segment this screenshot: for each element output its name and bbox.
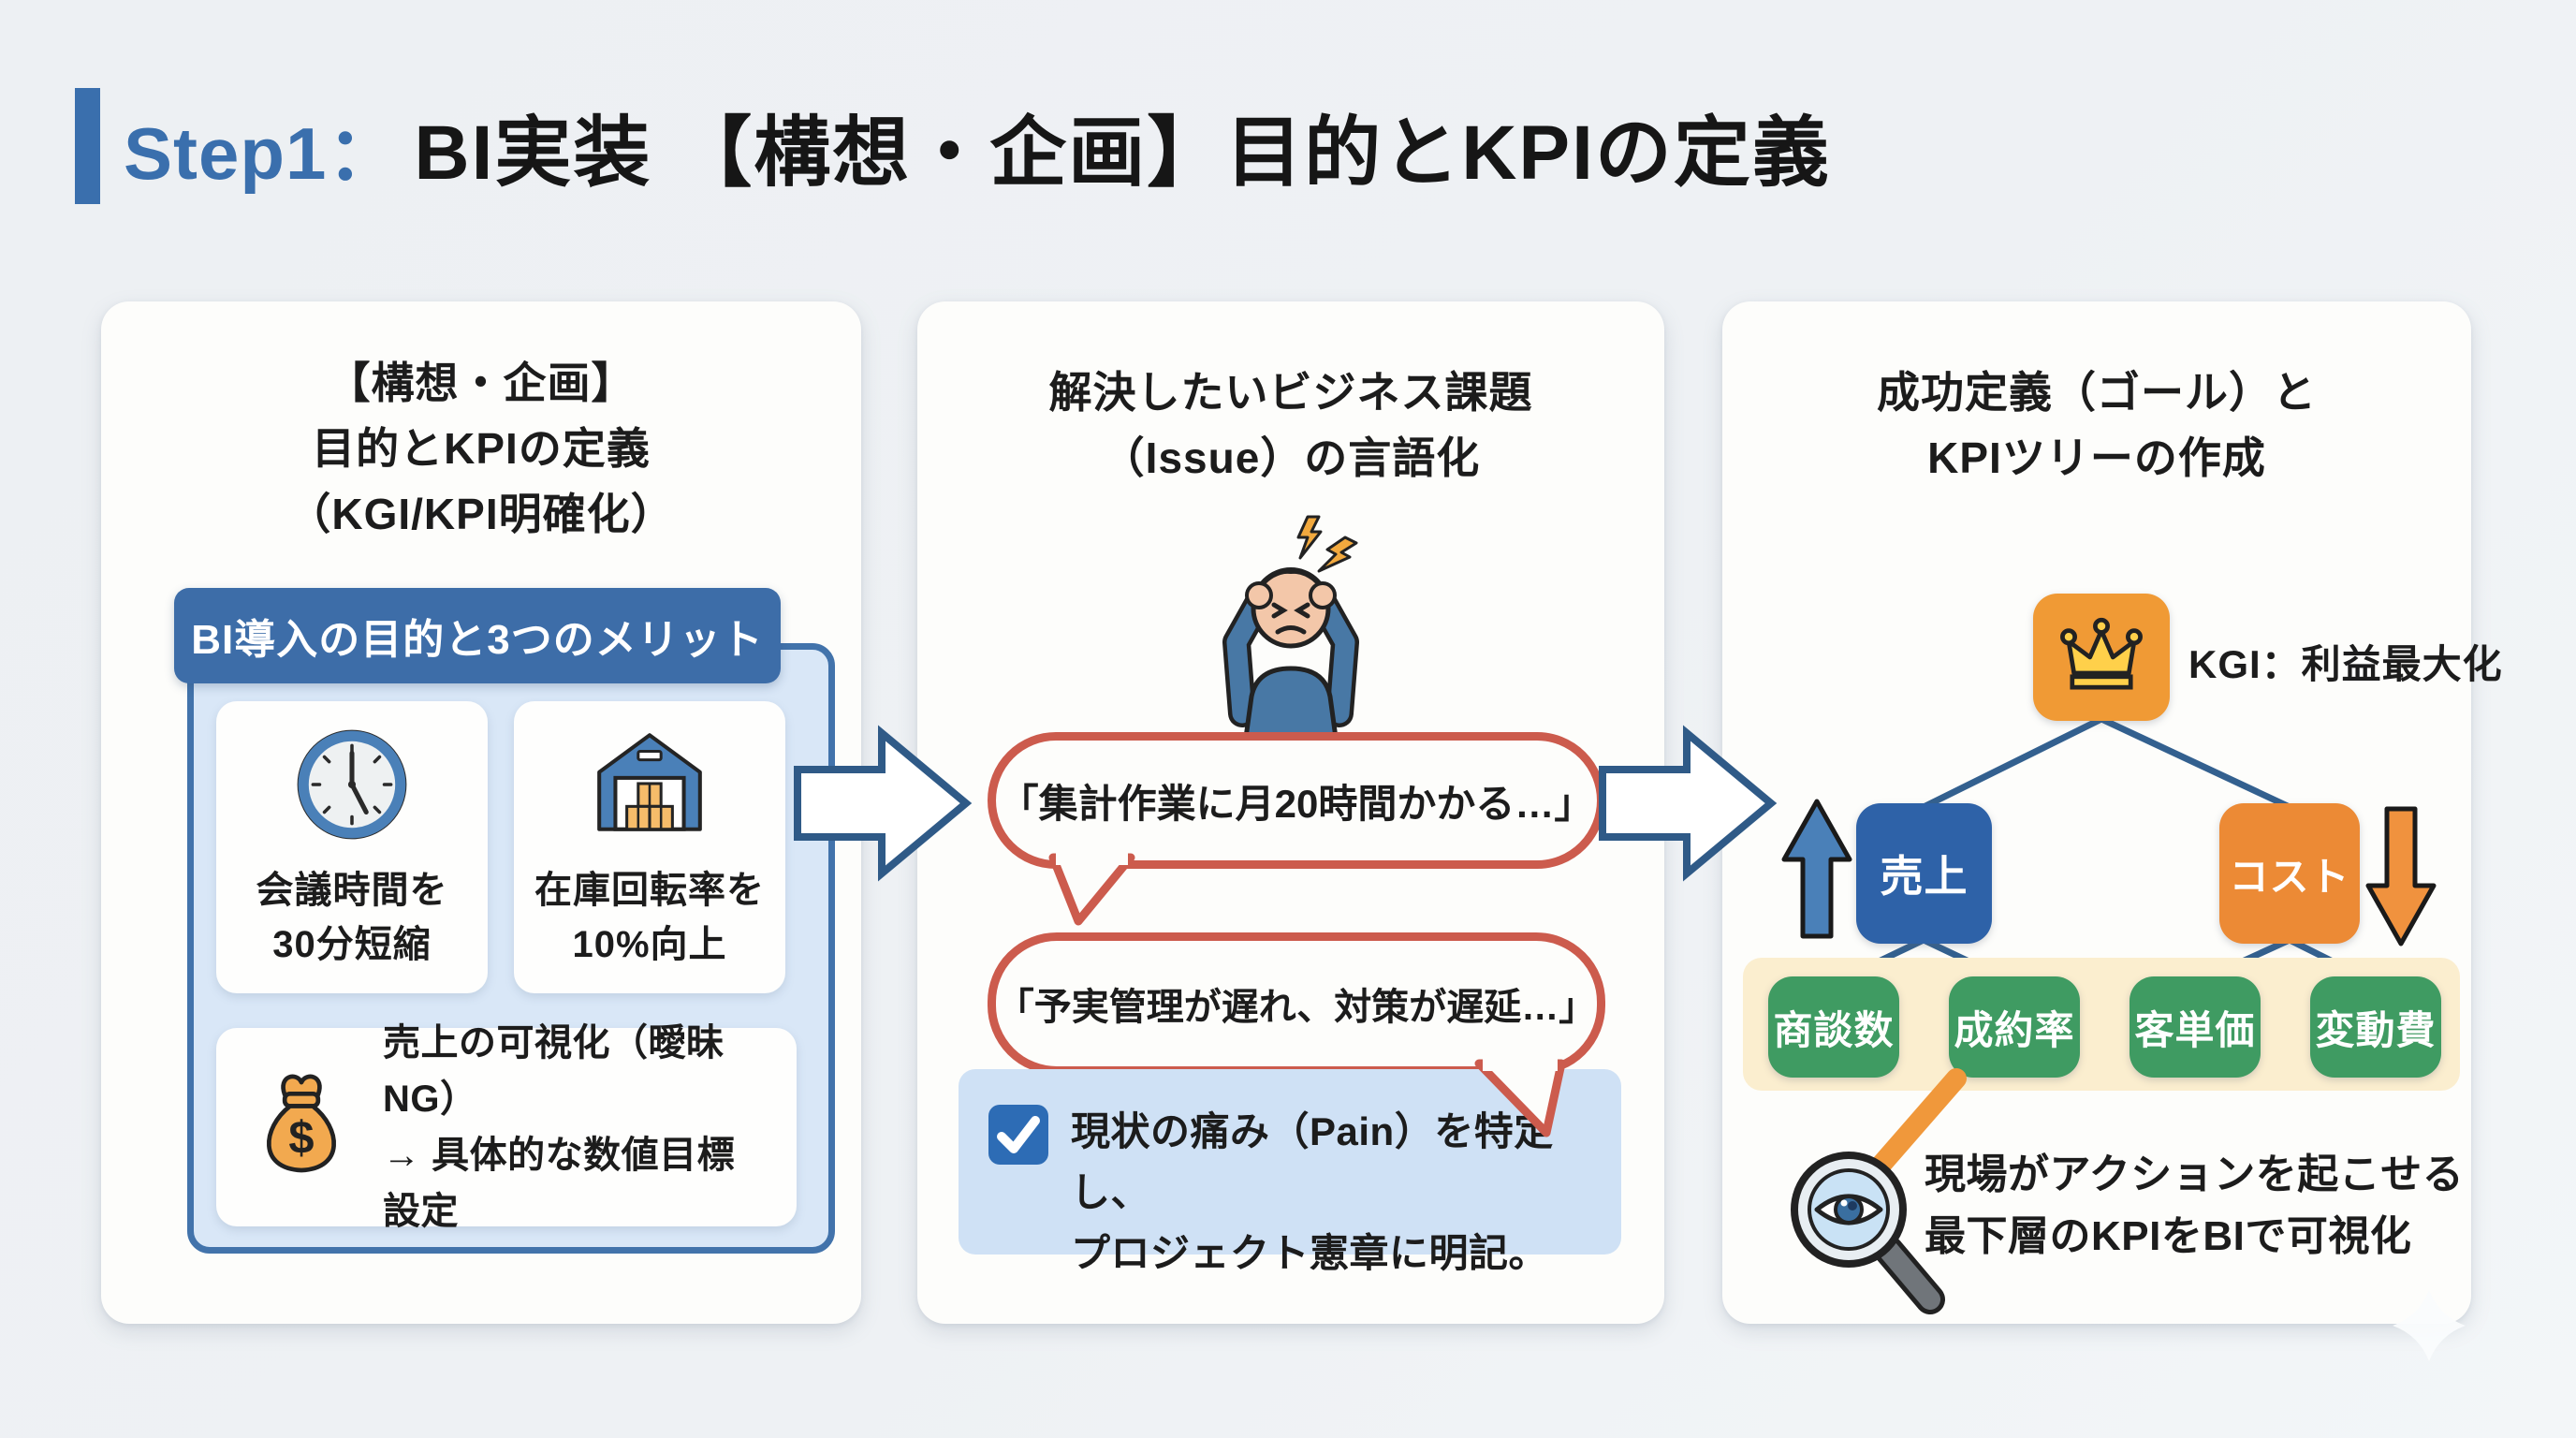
issue-title-line2: （Issue）の言語化	[1101, 433, 1481, 482]
kgi-node	[2033, 594, 2170, 721]
kpi-node-variable-cost-label: 変動費	[2315, 1007, 2437, 1052]
kpi-tree-note: 現場がアクションを起こせる 最下層のKPIをBIで可視化	[1925, 1144, 2464, 1268]
goal-note-line1: 売上の可視化（曖昧NG）	[383, 1022, 724, 1120]
benefit-meeting-card: 会議時間を 30分短縮	[216, 701, 488, 993]
kpi-tree-note-line2: 最下層のKPIをBIで可視化	[1925, 1213, 2412, 1259]
benefits-banner-label: BI導入の目的と3つのメリット	[191, 617, 764, 663]
page-title: Step1： BI実装 【構想・企画】目的とKPIの定義	[124, 90, 1831, 201]
cost-node-label: コスト	[2229, 854, 2350, 899]
pain-bubble-2-text: 「予実管理が遅れ、対策が遅延…」	[996, 987, 1597, 1028]
step-label: Step1：	[124, 112, 402, 195]
revenue-node: 売上	[1856, 803, 1992, 944]
issue-title-line1: 解決したいビジネス課題	[1048, 368, 1533, 417]
kpi-card-title: 成功定義（ゴール）と KPIツリーの作成	[1722, 360, 2471, 492]
title-accent-bar	[75, 88, 100, 204]
clock-icon	[290, 723, 414, 846]
planning-title-line3: （KGI/KPI明確化）	[287, 489, 675, 538]
kpi-title-line1: 成功定義（ゴール）と	[1877, 368, 2317, 417]
pain-bubble-1-text: 「集計作業に月20時間かかる…」	[999, 781, 1594, 826]
pain-note-line2: プロジェクト憲章に明記。	[1071, 1231, 1549, 1276]
goal-note-text: 売上の可視化（曖昧NG） → 具体的な数値目標設定	[383, 1015, 768, 1240]
crown-icon	[2053, 614, 2150, 700]
benefit-inventory-card: 在庫回転率を 10%向上	[514, 701, 785, 993]
pain-note-line1: 現状の痛み（Pain）を特定し、	[1071, 1109, 1554, 1215]
kpi-node-variable-cost: 変動費	[2310, 976, 2441, 1078]
benefit-meeting-line1: 会議時間を	[256, 870, 448, 911]
pain-bubble-2: 「予実管理が遅れ、対策が遅延…」	[988, 932, 1605, 1075]
kpi-node-deals: 商談数	[1768, 976, 1899, 1078]
kpi-node-unit-price-label: 客単価	[2134, 1007, 2256, 1052]
planning-card-title: 【構想・企画】 目的とKPIの定義 （KGI/KPI明確化）	[101, 351, 861, 548]
benefit-inventory-line2: 10%向上	[572, 924, 727, 965]
goal-note-line2: → 具体的な数値目標設定	[383, 1135, 736, 1232]
svg-text:$: $	[288, 1113, 314, 1164]
issue-card-title: 解決したいビジネス課題 （Issue）の言語化	[917, 360, 1664, 492]
warehouse-icon	[588, 723, 711, 846]
revenue-node-label: 売上	[1880, 852, 1969, 901]
benefits-banner: BI導入の目的と3つのメリット	[174, 588, 781, 683]
stressed-person-icon	[1188, 513, 1394, 738]
planning-title-line1: 【構想・企画】	[327, 359, 636, 407]
benefit-inventory-label: 在庫回転率を 10%向上	[534, 863, 765, 972]
kpi-node-close-rate-label: 成約率	[1954, 1007, 2075, 1052]
kpi-node-close-rate: 成約率	[1949, 976, 2080, 1078]
page-title-text: BI実装 【構想・企画】目的とKPIの定義	[414, 110, 1831, 196]
kgi-label-text: KGI：利益最大化	[2188, 642, 2503, 686]
kpi-node-unit-price: 客単価	[2130, 976, 2261, 1078]
kpi-node-deals-label: 商談数	[1773, 1007, 1895, 1052]
planning-title-line2: 目的とKPIの定義	[312, 423, 651, 473]
cost-node: コスト	[2219, 803, 2360, 944]
pain-note-box: 現状の痛み（Pain）を特定し、 プロジェクト憲章に明記。	[959, 1069, 1621, 1275]
benefit-inventory-line1: 在庫回転率を	[534, 870, 765, 911]
benefit-meeting-label: 会議時間を 30分短縮	[256, 863, 448, 972]
benefit-meeting-line2: 30分短縮	[272, 924, 432, 965]
kgi-label: KGI：利益最大化	[2188, 633, 2503, 690]
pain-bubble-1: 「集計作業に月20時間かかる…」	[988, 732, 1605, 869]
money-bag-icon: $	[244, 1070, 359, 1184]
checkbox-check-icon	[988, 1105, 1048, 1165]
kpi-tree-note-line1: 現場がアクションを起こせる	[1925, 1152, 2465, 1197]
kpi-title-line2: KPIツリーの作成	[1927, 433, 2266, 482]
goal-note-card: $ 売上の可視化（曖昧NG） → 具体的な数値目標設定	[216, 1022, 797, 1232]
pain-note-text: 現状の痛み（Pain）を特定し、 プロジェクト憲章に明記。	[1071, 1101, 1593, 1284]
